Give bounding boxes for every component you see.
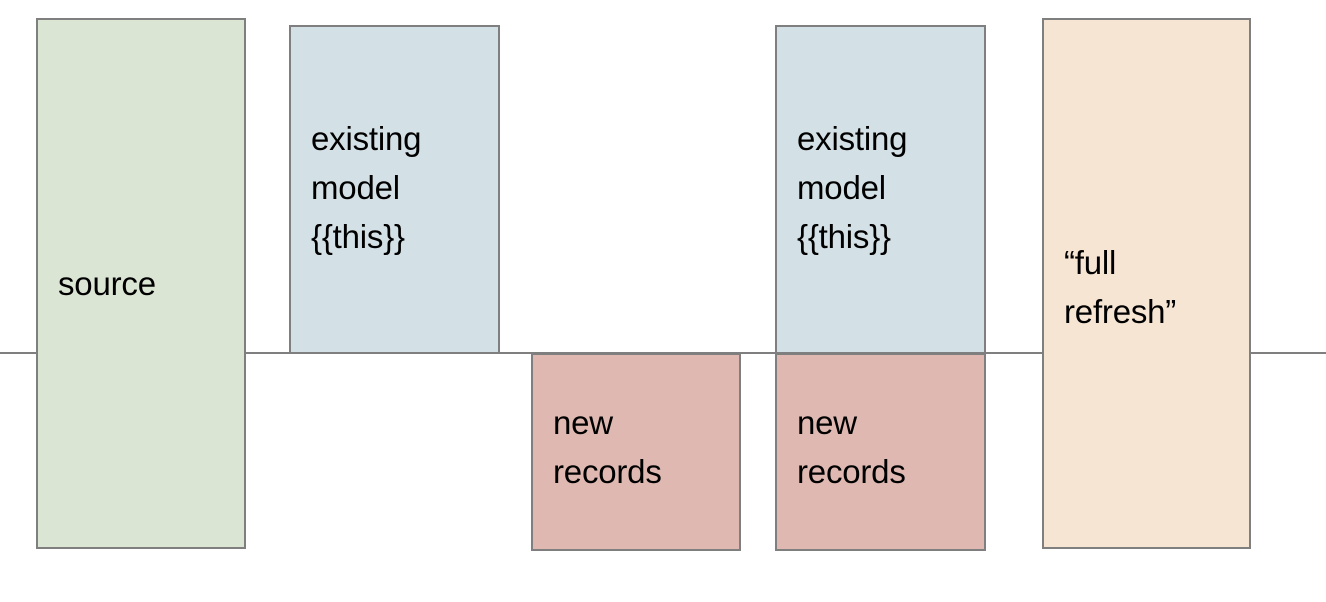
box-full-refresh[interactable]: “full refresh” bbox=[1042, 18, 1251, 549]
box-new-records-2[interactable]: new records bbox=[775, 353, 986, 551]
box-full-refresh-label: “full refresh” bbox=[1064, 244, 1177, 330]
box-new-records-1-label: new records bbox=[553, 404, 662, 490]
box-new-records-1[interactable]: new records bbox=[531, 353, 741, 551]
box-source[interactable]: source bbox=[36, 18, 246, 549]
box-existing-model-2-label: existing model {{this}} bbox=[797, 120, 908, 255]
box-existing-model-2[interactable]: existing model {{this}} bbox=[775, 25, 986, 354]
box-existing-model-1-label: existing model {{this}} bbox=[311, 120, 422, 255]
box-source-label: source bbox=[58, 265, 156, 302]
box-existing-model-1[interactable]: existing model {{this}} bbox=[289, 25, 500, 354]
box-new-records-2-label: new records bbox=[797, 404, 906, 490]
